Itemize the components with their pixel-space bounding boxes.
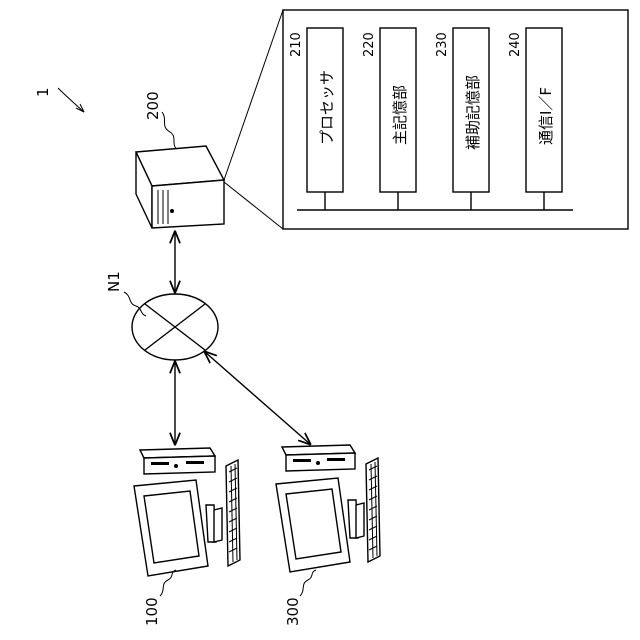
component-number: 230 <box>435 32 450 57</box>
terminal-label: 300 <box>284 597 302 626</box>
network-leader-line <box>124 292 146 316</box>
system-reference: 1 <box>34 87 84 112</box>
network-terminal300-link <box>205 352 310 444</box>
server-power-led <box>170 209 174 213</box>
server-label: 200 <box>144 91 162 120</box>
component-number: 210 <box>289 32 304 57</box>
component-name: 通信I／F <box>537 87 555 145</box>
component-communication-interface: 240 通信I／F <box>508 28 562 210</box>
drive-bay <box>186 461 204 464</box>
component-auxiliary-storage: 230 補助記憶部 <box>435 28 489 210</box>
terminal-label: 100 <box>143 597 161 626</box>
server-detail-panel: 210 プロセッサ 220 主記憶部 230 補助記憶部 240 通信I／F <box>224 10 628 229</box>
monitor-base <box>214 508 222 542</box>
component-name: プロセッサ <box>318 70 336 145</box>
component-name: 補助記憶部 <box>464 75 482 150</box>
server-200: 200 <box>136 91 224 228</box>
network-n1: N1 <box>105 271 218 360</box>
system-label: 1 <box>34 87 52 97</box>
monitor-screen <box>144 491 199 563</box>
monitor-screen <box>286 489 341 559</box>
terminal-leader-line <box>300 570 316 596</box>
power-button <box>174 464 178 468</box>
component-number: 220 <box>362 32 377 57</box>
callout-line-bottom <box>224 182 283 229</box>
drive-bay <box>151 462 169 465</box>
callout-line-top <box>224 10 283 180</box>
power-button <box>316 461 320 465</box>
component-main-memory: 220 主記憶部 <box>362 28 416 210</box>
server-leader-line <box>162 112 178 150</box>
drive-bay <box>327 458 345 461</box>
component-name: 主記憶部 <box>391 85 409 145</box>
terminal-300: 300 <box>276 445 380 626</box>
drive-bay <box>293 459 311 462</box>
monitor-base <box>356 503 364 538</box>
terminal-100: 100 <box>134 448 240 626</box>
component-processor: 210 プロセッサ <box>289 28 343 210</box>
component-number: 240 <box>508 32 523 57</box>
system-leader-arrow <box>58 88 84 112</box>
network-label: N1 <box>105 271 123 292</box>
